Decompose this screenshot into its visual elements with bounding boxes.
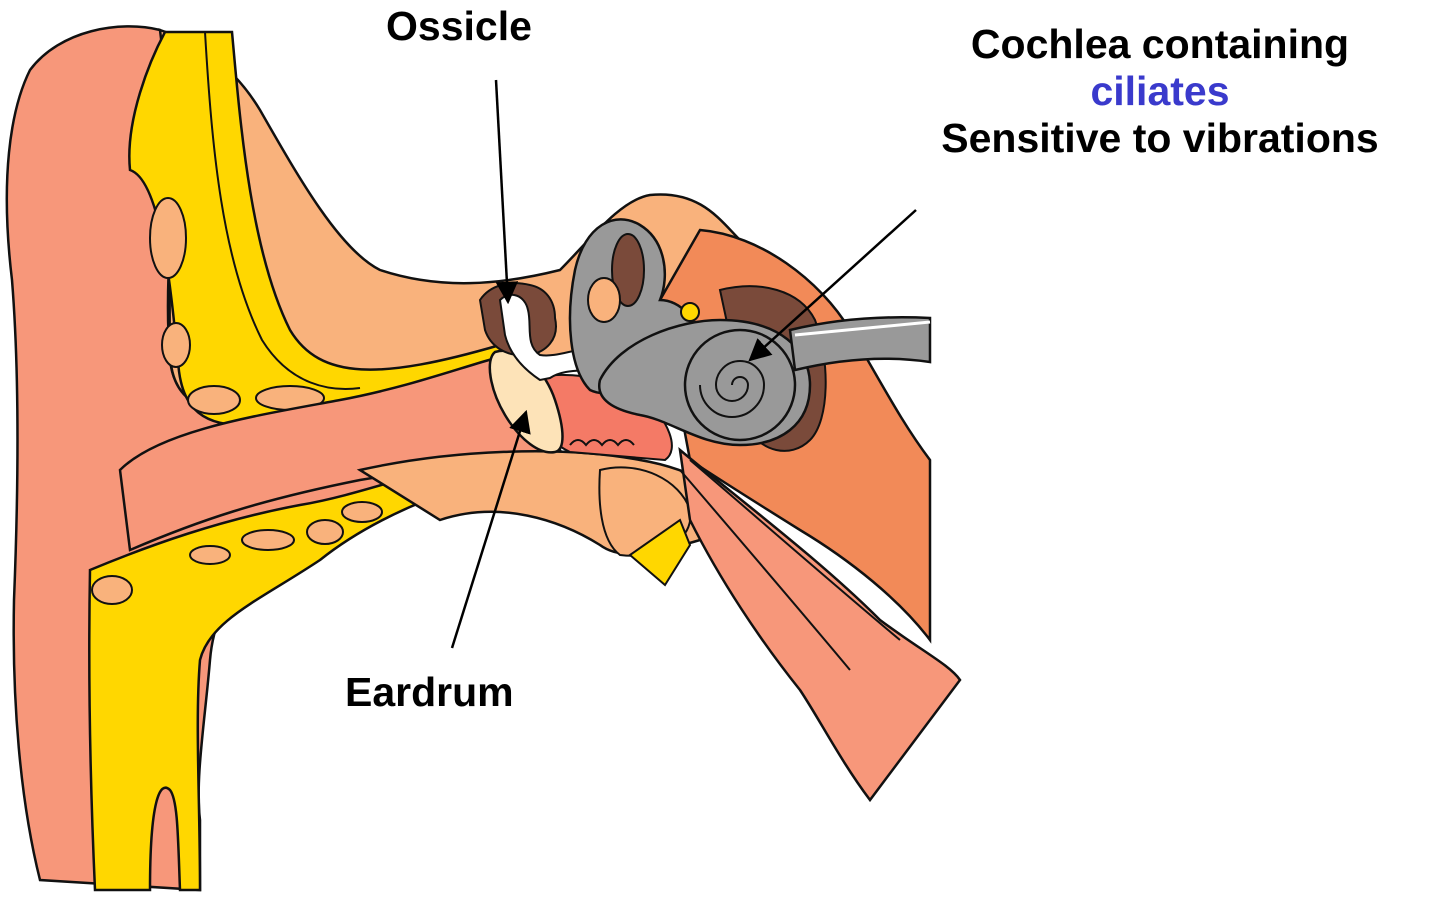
- ossicle-label: Ossicle: [386, 4, 532, 49]
- cochlea-label-line3: Sensitive to vibrations: [890, 116, 1430, 161]
- ciliates-label: ciliates: [890, 69, 1430, 114]
- ossicle-pointer: [496, 80, 508, 302]
- eardrum-label: Eardrum: [345, 670, 514, 715]
- cochlea-label-block: Cochlea containing ciliates Sensitive to…: [890, 22, 1430, 163]
- cochlea-label-line1: Cochlea containing: [890, 22, 1430, 67]
